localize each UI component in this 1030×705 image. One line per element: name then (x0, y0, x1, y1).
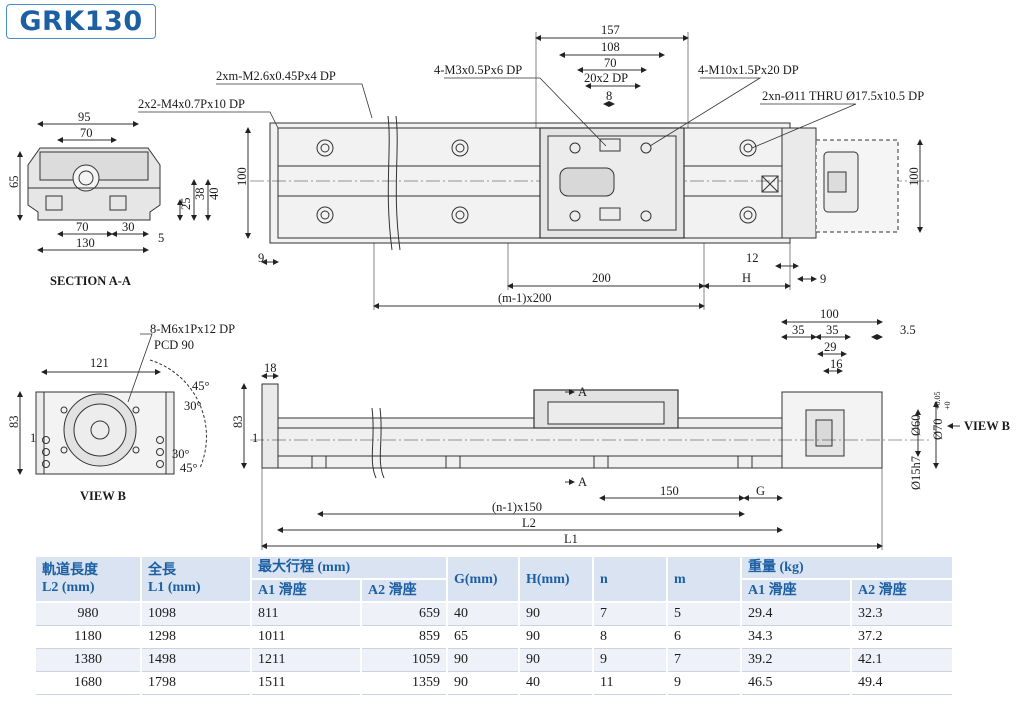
dim-12: 12 (746, 251, 759, 265)
side-dim-35a: 35 (792, 323, 805, 337)
side-dim-g: G (756, 484, 765, 498)
dim-200: 200 (592, 271, 611, 285)
col-n: n (593, 557, 668, 603)
view-b-callout-pcd: PCD 90 (154, 338, 194, 352)
col-h: H(mm) (519, 557, 594, 603)
side-dim-35b: 35 (826, 323, 839, 337)
top-view-labels: 2xm-M2.6x0.45Px4 DP 2x2-M4x0.7Px10 DP 4-… (138, 23, 924, 305)
sec-dim-70-top: 70 (80, 126, 93, 140)
top-view (138, 32, 930, 310)
model-title: GRK130 (19, 6, 143, 37)
view-b-angle-30b: 30° (172, 447, 190, 461)
section-aa-view (17, 121, 211, 253)
side-dim-tol-hi: +0.05 (933, 391, 942, 410)
dim-100-right: 100 (907, 167, 921, 186)
col-stroke-a2: A2 滑座 (361, 579, 448, 603)
side-dim-l2: L2 (522, 516, 536, 530)
view-b-dim-83: 83 (7, 416, 21, 429)
sec-dim-65: 65 (7, 176, 21, 189)
side-dim-16: 16 (830, 357, 843, 371)
sec-dim-40: 40 (207, 188, 221, 201)
sec-dim-70-bot: 70 (76, 220, 89, 234)
sec-dim-25: 25 (179, 198, 193, 211)
sec-dim-5: 5 (158, 231, 164, 245)
side-section-a-top: A (578, 385, 587, 399)
dim-20x2: 20x2 DP (584, 71, 628, 85)
col-weight-a1: A1 滑座 (741, 579, 852, 603)
col-weight-a2: A2 滑座 (851, 579, 954, 603)
side-view (241, 319, 960, 550)
technical-drawing: 2xm-M2.6x0.45Px4 DP 2x2-M4x0.7Px10 DP 4-… (7, 23, 1010, 550)
col-g: G(mm) (447, 557, 520, 603)
view-b-angle-45b: 45° (180, 461, 198, 475)
side-dim-n1: (n-1)x150 (492, 500, 542, 514)
side-dim-100: 100 (820, 307, 839, 321)
top-view-sensor (761, 175, 779, 193)
dim-h: H (742, 271, 751, 285)
side-dim-18: 18 (264, 361, 277, 375)
dim-9-left: 9 (258, 251, 264, 265)
col-m: m (667, 557, 742, 603)
side-dim-1: 1 (252, 431, 258, 445)
side-dim-83: 83 (231, 416, 245, 429)
side-dim-29: 29 (824, 340, 837, 354)
sec-dim-130: 130 (76, 236, 95, 250)
sec-dim-30: 30 (122, 220, 135, 234)
dim-70: 70 (604, 56, 617, 70)
side-dim-150: 150 (660, 484, 679, 498)
side-view-b-label: VIEW B (964, 419, 1010, 433)
side-dim-l1: L1 (564, 532, 578, 546)
model-title-box: GRK130 (6, 4, 156, 39)
view-b-caption: VIEW B (80, 489, 126, 503)
dim-8: 8 (606, 89, 612, 103)
view-b-dim-121: 121 (90, 356, 109, 370)
col-weight: 重量 (kg) (741, 557, 954, 580)
side-dim-d70: Ø70 (931, 418, 945, 440)
dim-157: 157 (601, 23, 620, 37)
dim-108: 108 (601, 40, 620, 54)
side-view-labels: 18 83 1 100 35 35 3.5 29 16 Ø60 Ø70 +0.0… (231, 307, 1010, 546)
callout-m26: 2xm-M2.6x0.45Px4 DP (216, 69, 336, 83)
section-aa-caption: SECTION A-A (50, 274, 131, 288)
side-dim-tol-lo: +0 (943, 401, 952, 410)
col-stroke-a1: A1 滑座 (251, 579, 362, 603)
callout-m3: 4-M3x0.5Px6 DP (434, 63, 522, 77)
dim-m1: (m-1)x200 (498, 291, 551, 305)
section-aa-labels: 95 70 65 25 38 40 5 70 30 130 SECTION A-… (7, 110, 221, 288)
side-dim-3-5: 3.5 (900, 323, 916, 337)
side-dim-d60: Ø60 (909, 414, 923, 436)
side-dim-15h7: Ø15h7 (909, 456, 923, 490)
callout-m4: 2x2-M4x0.7Px10 DP (138, 97, 245, 111)
top-view-body (269, 122, 791, 244)
view-b-angle-45a: 45° (192, 379, 210, 393)
dim-9-right: 9 (820, 272, 826, 286)
sec-dim-95: 95 (78, 110, 91, 124)
top-view-holes (316, 139, 757, 224)
callout-m10: 4-M10x1.5Px20 DP (698, 63, 799, 77)
view-b-angle-30a: 30° (184, 399, 202, 413)
col-max-stroke: 最大行程 (mm) (251, 557, 448, 580)
side-section-a-bot: A (578, 475, 587, 489)
view-b-dim-1: 1 (30, 431, 36, 445)
callout-thru: 2xn-Ø11 THRU Ø17.5x10.5 DP (762, 89, 924, 103)
view-b-labels: 8-M6x1Px12 DP PCD 90 121 83 1 45° 30° 30… (7, 322, 235, 503)
view-b-callout-m6: 8-M6x1Px12 DP (150, 322, 235, 336)
sec-dim-38: 38 (193, 188, 207, 201)
view-b (17, 333, 207, 475)
dim-100-left: 100 (235, 167, 249, 186)
